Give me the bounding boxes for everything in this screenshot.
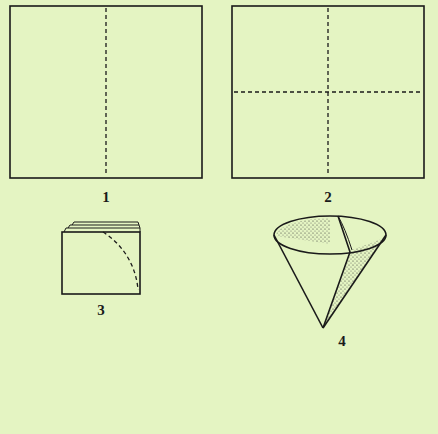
step-number: 3 [97,303,105,318]
fold-line [234,91,422,92]
folded-square [62,222,140,294]
step-number: 1 [102,190,110,205]
paper-cone [274,216,386,328]
paper-square [10,6,202,178]
step-number: 2 [324,190,332,205]
fold-line [105,8,106,176]
paper-square [232,6,424,178]
step-number: 4 [338,334,346,349]
